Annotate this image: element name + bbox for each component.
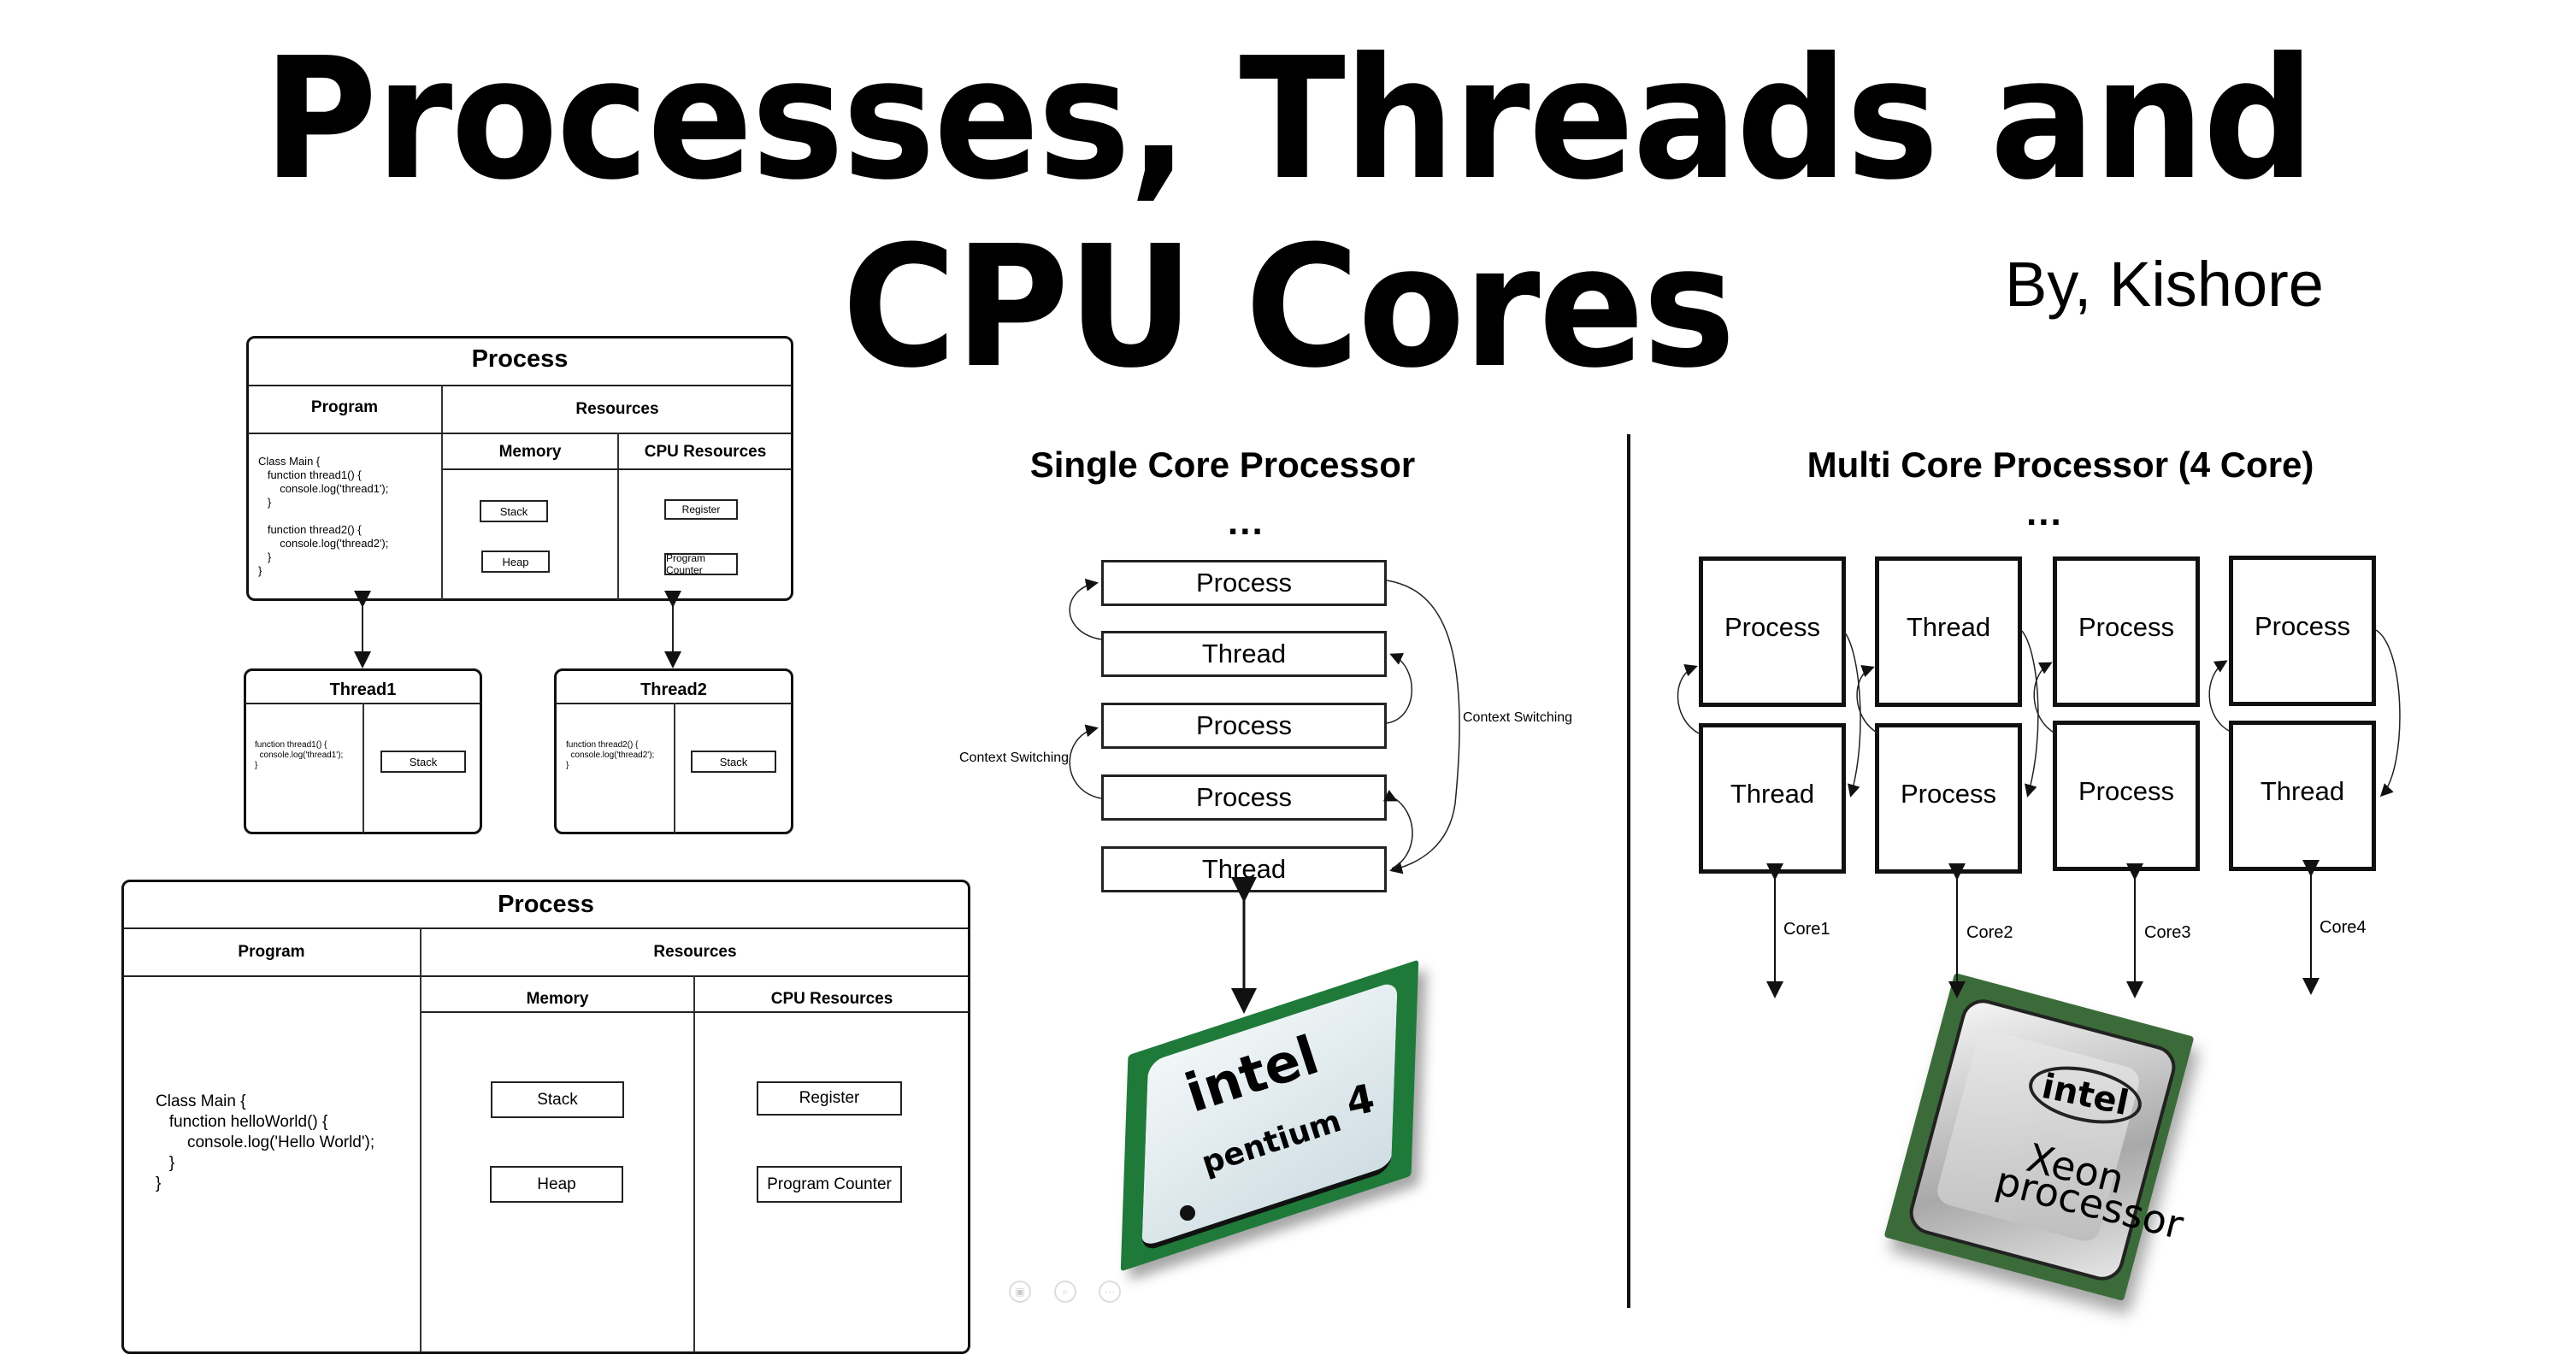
- context-switch-arc: [2375, 629, 2401, 798]
- thread1-stack: Stack: [380, 751, 466, 773]
- memory-heap-large: Heap: [490, 1166, 623, 1203]
- context-switching-label-left: Context Switching: [959, 751, 1070, 765]
- divider: [363, 703, 364, 833]
- context-switch-arc: [1386, 652, 1412, 724]
- divider: [248, 385, 792, 386]
- context-switch-arc: [2020, 629, 2039, 798]
- cpu-program-counter-large: Program Counter: [757, 1166, 902, 1203]
- context-switch-arc: [2208, 660, 2231, 733]
- pentium-4-chip-image: intel pentium 4: [1090, 959, 1466, 1274]
- page-title: Processes, Threads and CPU Cores: [262, 22, 2314, 405]
- zoom-icon[interactable]: ⌕: [1054, 1281, 1076, 1303]
- context-switch-arc: [1069, 724, 1102, 799]
- divider: [674, 703, 675, 833]
- memory-header: Memory: [498, 443, 562, 461]
- resources-header: Resources: [575, 400, 659, 418]
- divider: [248, 433, 792, 434]
- core-label: Core1: [1783, 920, 1830, 939]
- divider: [123, 927, 969, 929]
- thread2-title: Thread2: [640, 680, 707, 699]
- core-label: Core4: [2320, 918, 2367, 937]
- single-core-item: Process: [1101, 774, 1387, 821]
- core4-bottom-box: Thread: [2229, 721, 2376, 871]
- core-label: Core2: [1966, 923, 2013, 942]
- context-switch-arc: [1843, 631, 1861, 798]
- divider: [693, 975, 695, 1352]
- ellipsis: ...: [1228, 501, 1264, 543]
- single-core-item: Thread: [1101, 846, 1387, 892]
- program-code-large: Class Main { function helloWorld() { con…: [156, 1092, 375, 1192]
- divider: [420, 927, 421, 1352]
- context-switch-arc: [1382, 789, 1398, 802]
- context-switch-arc: [1069, 578, 1102, 640]
- thread1-code: function thread1() { console.log('thread…: [255, 740, 344, 770]
- core1-top-box: Process: [1699, 556, 1846, 707]
- context-switch-arc: [1386, 580, 1460, 874]
- single-core-item: Process: [1101, 703, 1387, 749]
- cpu-resources-header-large: CPU Resources: [770, 990, 893, 1008]
- divider: [421, 1011, 969, 1013]
- thread2-code: function thread2() { console.log('thread…: [566, 740, 655, 770]
- cpu-register-large: Register: [757, 1081, 902, 1116]
- more-icon[interactable]: ···: [1099, 1281, 1121, 1303]
- ellipsis: ...: [2026, 492, 2063, 533]
- slides-icon[interactable]: ▣: [1009, 1281, 1031, 1303]
- thread1-title: Thread1: [329, 680, 397, 699]
- divider: [123, 975, 969, 977]
- core2-top-box: Thread: [1875, 556, 2022, 707]
- cpu-resources-header: CPU Resources: [644, 443, 767, 461]
- memory-stack-large: Stack: [491, 1081, 624, 1118]
- cpu-program-counter: Program Counter: [664, 552, 738, 576]
- divider: [617, 433, 619, 600]
- author-byline: By, Kishore: [2005, 249, 2324, 320]
- thread2-stack: Stack: [691, 751, 776, 773]
- context-switching-label-right: Context Switching: [1463, 710, 1573, 725]
- section-divider: [1627, 434, 1630, 1308]
- core3-bottom-box: Process: [2053, 721, 2200, 871]
- divider: [441, 385, 443, 600]
- program-header-large: Program: [238, 943, 305, 961]
- context-switch-arc: [1391, 796, 1413, 869]
- core1-bottom-box: Thread: [1699, 723, 1846, 874]
- core4-top-box: Process: [2229, 556, 2376, 706]
- divider: [443, 468, 792, 470]
- single-core-title: Single Core Processor: [1029, 445, 1416, 485]
- cpu-register: Register: [664, 499, 738, 520]
- core2-bottom-box: Process: [1875, 723, 2022, 874]
- context-switch-arc: [1677, 663, 1700, 734]
- core-label: Core3: [2144, 923, 2191, 942]
- process-title: Process: [471, 345, 569, 373]
- multi-core-title: Multi Core Processor (4 Core): [1807, 445, 2314, 485]
- process-title-large: Process: [498, 891, 594, 918]
- single-core-item: Thread: [1101, 631, 1387, 677]
- memory-heap: Heap: [481, 551, 550, 573]
- single-core-item: Process: [1101, 560, 1387, 606]
- xeon-chip-image: intel Xeon processor: [1864, 972, 2249, 1334]
- memory-stack: Stack: [480, 500, 548, 522]
- program-code: Class Main { function thread1() { consol…: [258, 455, 389, 577]
- core3-top-box: Process: [2053, 556, 2200, 707]
- program-header: Program: [310, 398, 379, 416]
- resources-header-large: Resources: [653, 943, 737, 961]
- memory-header-large: Memory: [526, 990, 589, 1008]
